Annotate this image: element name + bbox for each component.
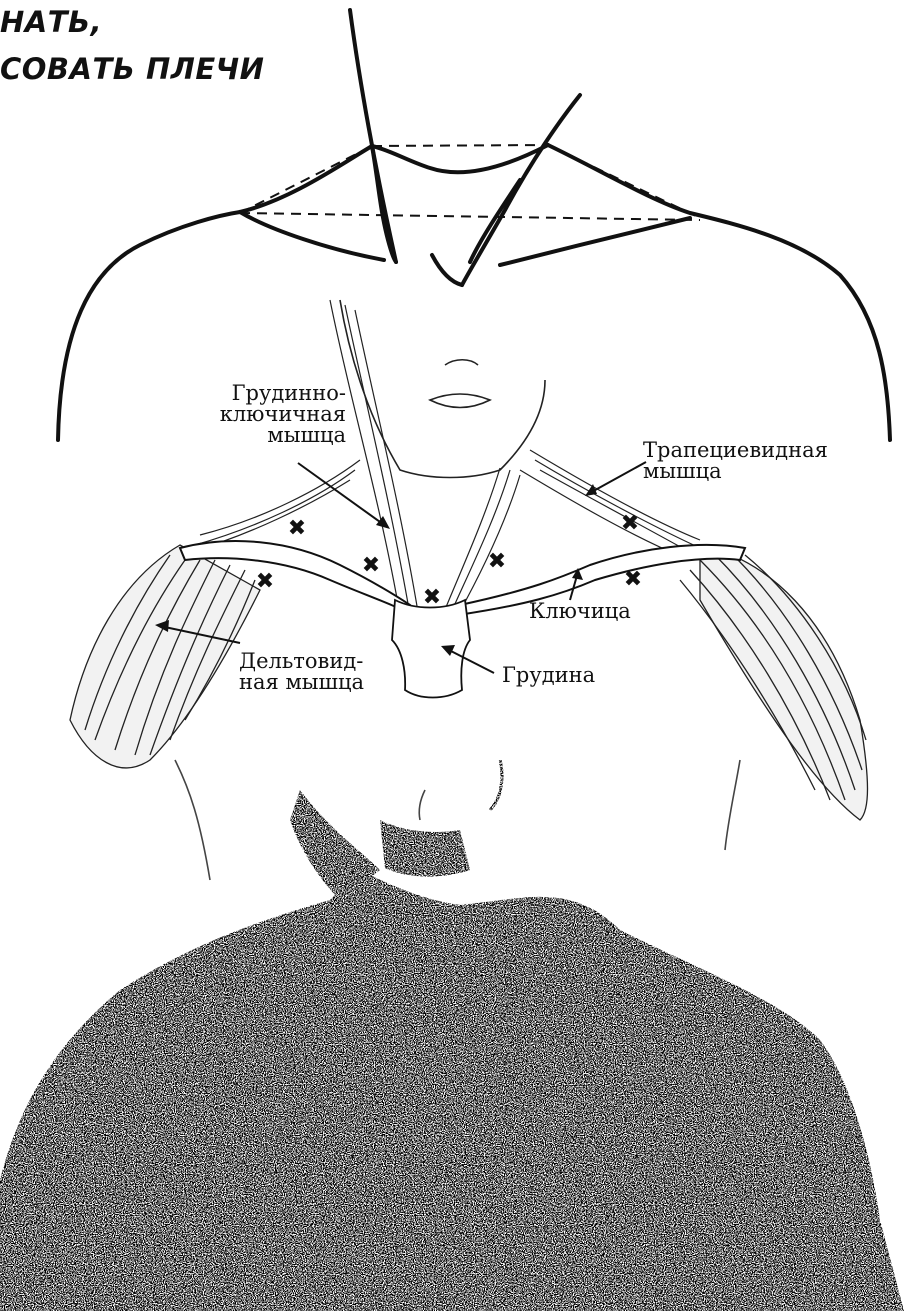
label-clavicle: Ключица [529, 601, 631, 622]
stipple-torso [0, 760, 904, 1311]
label-deltoid-line-2: ная мышца [239, 672, 364, 693]
deltoid-right-muscle [680, 545, 868, 820]
anatomy-face [340, 300, 545, 478]
label-trapezius: Трапециевидная мышца [643, 440, 828, 482]
marker-x-6: ✖ [621, 511, 639, 536]
label-sternocleidomastoid-line-3: мышца [176, 425, 346, 446]
marker-x-2: ✖ [362, 553, 380, 578]
sternum-bone [392, 600, 470, 698]
label-sternocleidomastoid: Грудинно- ключичная мышца [176, 383, 346, 446]
label-trapezius-line-2: мышца [643, 461, 828, 482]
label-sternum: Грудина [502, 665, 595, 686]
marker-x-7: ✖ [624, 567, 642, 592]
marker-x-3: ✖ [256, 569, 274, 594]
label-deltoid: Дельтовид- ная мышца [239, 651, 364, 693]
label-sternocleidomastoid-line-2: ключичная [176, 404, 346, 425]
label-deltoid-line-1: Дельтовид- [239, 651, 364, 672]
deltoid-left-muscle [70, 545, 260, 768]
label-trapezius-line-1: Трапециевидная [643, 440, 828, 461]
label-sternocleidomastoid-line-1: Грудинно- [176, 383, 346, 404]
marker-x-4: ✖ [423, 585, 441, 610]
marker-x-1: ✖ [288, 516, 306, 541]
trapezius-muscle [190, 450, 700, 556]
outline-sketch [58, 10, 890, 440]
marker-x-5: ✖ [488, 549, 506, 574]
